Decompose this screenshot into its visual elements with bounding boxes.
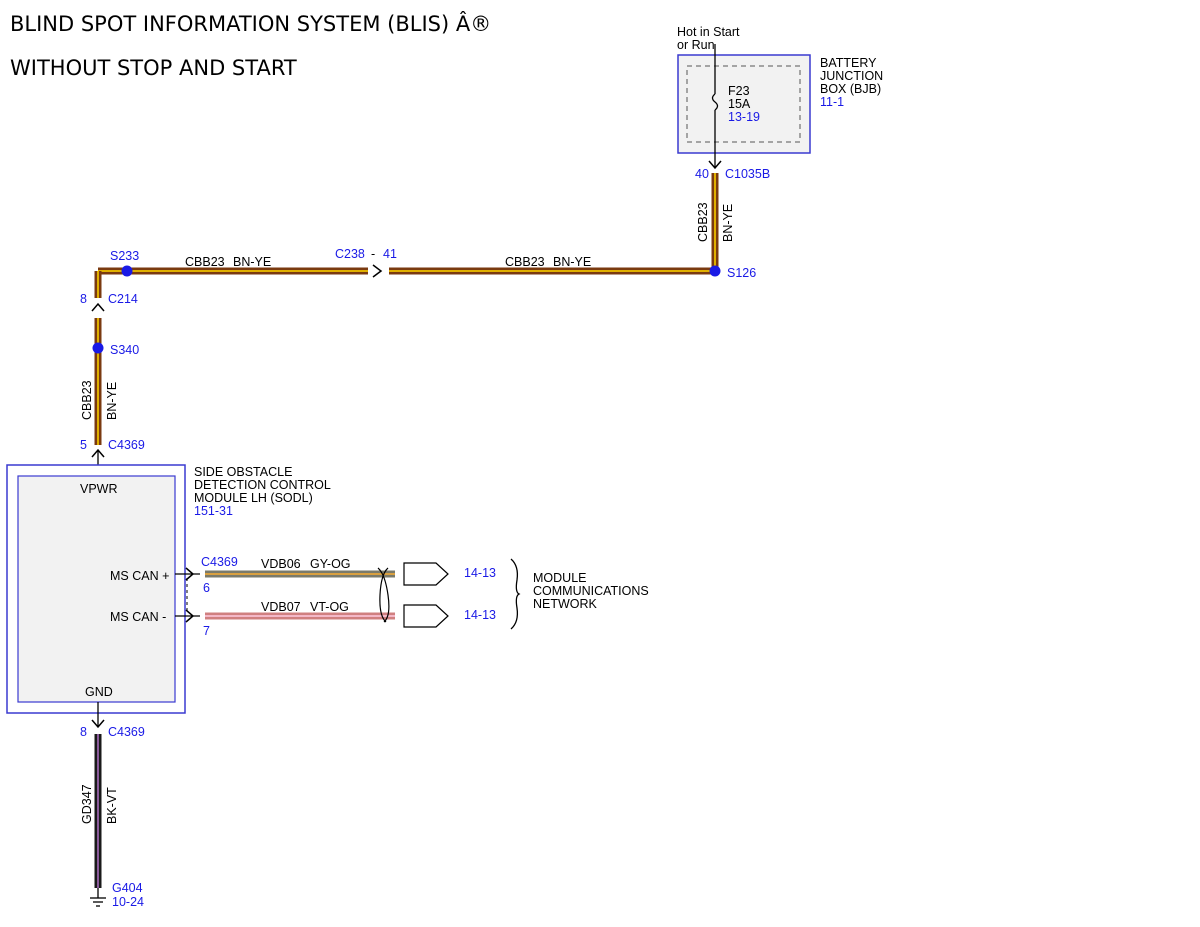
network-connector-2 bbox=[403, 604, 449, 628]
network-brace bbox=[510, 558, 521, 630]
bjb-inner-dashed bbox=[686, 65, 801, 143]
c1035b-arrow bbox=[708, 160, 722, 170]
bjb-name-3: BOX (BJB) bbox=[820, 82, 881, 96]
network-name-2: COMMUNICATIONS bbox=[533, 584, 649, 598]
c4369-gnd-arrow bbox=[91, 719, 105, 729]
wire-color-bn-ye-right: BN-YE bbox=[721, 204, 735, 242]
fuse-label: F23 bbox=[728, 84, 750, 98]
splice-s233-label: S233 bbox=[110, 249, 139, 263]
network-connector-1 bbox=[403, 562, 449, 586]
c4369-gnd-label: C4369 bbox=[108, 725, 145, 739]
ground-name: G404 bbox=[112, 881, 143, 895]
network-ref-1: 14-13 bbox=[464, 566, 496, 580]
twisted-pair-symbol bbox=[377, 567, 390, 623]
c4369-vpwr-pin: 5 bbox=[80, 438, 87, 452]
c1035b-pin: 40 bbox=[695, 167, 709, 181]
splice-s126-label: S126 bbox=[727, 266, 756, 280]
network-name-3: NETWORK bbox=[533, 597, 598, 611]
c238-arrow bbox=[372, 264, 383, 278]
c238-separator: - bbox=[371, 247, 375, 261]
diagram-title: BLIND SPOT INFORMATION SYSTEM (BLIS) Â® bbox=[10, 11, 491, 36]
splice-s340-label: S340 bbox=[110, 343, 139, 357]
wire-label-cbb23-vertical: CBB23 bbox=[80, 380, 94, 420]
wire-label-vdb06: VDB06 bbox=[261, 557, 301, 571]
splice-s126 bbox=[709, 265, 721, 277]
wire-color-gy-og: GY-OG bbox=[310, 557, 351, 571]
c4369-can-plus-arrow bbox=[185, 567, 195, 581]
wire-color-vt-og: VT-OG bbox=[310, 600, 349, 614]
bjb-name-2: JUNCTION bbox=[820, 69, 883, 83]
module-inner-box bbox=[17, 475, 176, 703]
diagram-subtitle: WITHOUT STOP AND START bbox=[10, 56, 297, 80]
wire-color-bk-vt: BK-VT bbox=[105, 787, 119, 824]
module-name-3: MODULE LH (SODL) bbox=[194, 491, 313, 505]
bjb-ref: 11-1 bbox=[820, 95, 844, 109]
wire-color-bn-ye-left: BN-YE bbox=[233, 255, 271, 269]
module-name-1: SIDE OBSTACLE bbox=[194, 465, 292, 479]
splice-s340 bbox=[92, 342, 104, 354]
bjb-hot-label-1: Hot in Start bbox=[677, 25, 740, 39]
c4369-can-minus-pin: 7 bbox=[203, 624, 210, 638]
module-ref: 151-31 bbox=[194, 504, 233, 518]
c4369-vpwr-label: C4369 bbox=[108, 438, 145, 452]
c1035b-label: C1035B bbox=[725, 167, 770, 181]
c214-arrow bbox=[91, 302, 105, 312]
c4369-can-label: C4369 bbox=[201, 555, 238, 569]
splice-s233 bbox=[121, 265, 133, 277]
bjb-name-1: BATTERY bbox=[820, 56, 877, 70]
module-gnd-label: GND bbox=[85, 685, 113, 699]
wire-label-cbb23-right: CBB23 bbox=[696, 202, 710, 242]
module-vpwr-label: VPWR bbox=[80, 482, 118, 496]
module-ms-can-minus-label: MS CAN - bbox=[110, 610, 166, 624]
wire-label-cbb23-left: CBB23 bbox=[185, 255, 225, 269]
wire-label-gd347: GD347 bbox=[80, 784, 94, 824]
c4369-can-minus-arrow bbox=[185, 609, 195, 623]
c214-pin: 8 bbox=[80, 292, 87, 306]
c4369-gnd-pin: 8 bbox=[80, 725, 87, 739]
c238-pin: 41 bbox=[383, 247, 397, 261]
bjb-box bbox=[677, 54, 811, 154]
wire-label-vdb07: VDB07 bbox=[261, 600, 301, 614]
fuse-f23-symbol bbox=[711, 93, 719, 111]
wire-label-cbb23-mid: CBB23 bbox=[505, 255, 545, 269]
wire-color-bn-ye-mid: BN-YE bbox=[553, 255, 591, 269]
network-ref-2: 14-13 bbox=[464, 608, 496, 622]
fuse-ref: 13-19 bbox=[728, 110, 760, 124]
c4369-can-plus-pin: 6 bbox=[203, 581, 210, 595]
wire-color-bn-ye-vertical: BN-YE bbox=[105, 382, 119, 420]
fuse-rating: 15A bbox=[728, 97, 751, 111]
network-name-1: MODULE bbox=[533, 571, 586, 585]
module-ms-can-plus-label: MS CAN + bbox=[110, 569, 169, 583]
ground-symbol-icon bbox=[90, 888, 106, 907]
module-name-2: DETECTION CONTROL bbox=[194, 478, 331, 492]
bjb-hot-label-2: or Run bbox=[677, 38, 715, 52]
ground-ref: 10-24 bbox=[112, 895, 144, 909]
c238-label: C238 bbox=[335, 247, 365, 261]
c214-label: C214 bbox=[108, 292, 138, 306]
